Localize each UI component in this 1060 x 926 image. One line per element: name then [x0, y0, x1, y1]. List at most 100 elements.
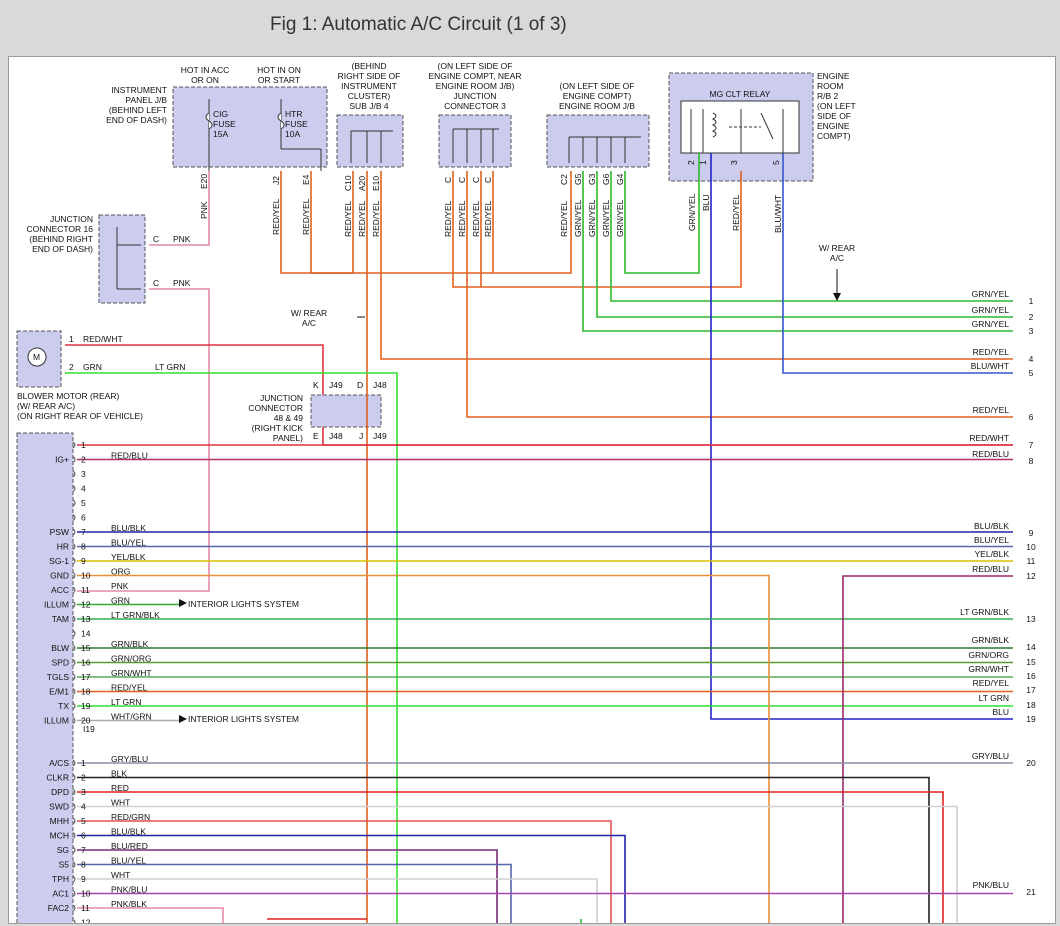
- hot-acc-label: OR ON: [191, 75, 219, 85]
- wire-label-right: BLU: [992, 707, 1009, 717]
- wire-number-right: 15: [1026, 657, 1036, 667]
- wire-number-right: 17: [1026, 685, 1036, 695]
- ecu-wire-label: WHT/GRN: [111, 712, 152, 722]
- ecu-pin-number: 1: [81, 758, 86, 768]
- pin-tick: [72, 644, 76, 652]
- ecu-pin-name: BLW: [51, 643, 69, 653]
- pin-c-4: C: [483, 177, 493, 183]
- ecu-pin-name: SG-1: [49, 556, 69, 566]
- right-edge-labels: GRN/YEL1GRN/YEL2GRN/YEL3RED/YEL4BLU/WHT5…: [960, 289, 1036, 897]
- wire-number-right: 10: [1026, 542, 1036, 552]
- wire-number-right: 19: [1026, 714, 1036, 724]
- pin-tick: [72, 688, 76, 695]
- ecu-pin-name: TPH: [52, 874, 69, 884]
- wire-number-right: 3: [1029, 326, 1034, 336]
- ecu-pin-name: SWD: [49, 802, 69, 812]
- junction-connector-48-49-label: 48 & 49: [274, 413, 304, 423]
- ecu-pin-number: 4: [81, 484, 86, 494]
- pin-e: E: [313, 431, 319, 441]
- ecu-pin-number: 11: [81, 585, 90, 595]
- svg-text:RED/YEL: RED/YEL: [471, 200, 481, 237]
- svg-text:RED/YEL: RED/YEL: [483, 200, 493, 237]
- svg-text:RED/YEL: RED/YEL: [731, 194, 741, 231]
- wire-number-right: 4: [1029, 354, 1034, 364]
- pin-tick: [72, 875, 76, 883]
- pin-tick: [72, 904, 76, 912]
- pin-tick: [72, 673, 76, 681]
- ecu-wire-label: GRN/WHT: [111, 668, 152, 678]
- interior-lights-label-2: INTERIOR LIGHTS SYSTEM: [188, 714, 299, 724]
- ecu-wire-label: PNK/BLK: [111, 899, 147, 909]
- cig-fuse-label: FUSE: [213, 119, 236, 129]
- wiring-diagram: M: [16, 61, 1036, 923]
- pin-c10: C10: [343, 175, 353, 191]
- ecu-wire-label: BLK: [111, 769, 127, 779]
- ecu-wire-label: GRN/BLK: [111, 639, 149, 649]
- pin-j49-top: J49: [329, 380, 343, 390]
- ecu-wire-gnd: [77, 574, 770, 923]
- ecu-pin-number: 1: [81, 440, 86, 450]
- svg-text:PNK: PNK: [199, 201, 209, 219]
- pin-tick: [72, 803, 76, 810]
- pin-c-2: C: [457, 177, 467, 183]
- pin-relay-2: 2: [686, 160, 696, 165]
- ecu-pin-number: 16: [81, 658, 91, 668]
- svg-text:RED/YEL: RED/YEL: [357, 200, 367, 237]
- ecu-pin-number: 9: [81, 874, 86, 884]
- ecu-wire-label: PNK/BLU: [111, 885, 147, 895]
- ecu-pin-name: E/M1: [49, 687, 69, 697]
- arrow-icon: [179, 715, 187, 723]
- htr-fuse-label: 10A: [285, 129, 300, 139]
- junction-connector-48-49-label: PANEL): [273, 433, 303, 443]
- wire-label-right: PNK/BLU: [973, 880, 1009, 890]
- cig-fuse-label: CIG: [213, 109, 228, 119]
- pin-i19: I19: [83, 724, 95, 734]
- htr-fuse-label: FUSE: [285, 119, 308, 129]
- pin-tick: [72, 456, 76, 463]
- ecu-wire-redblu: [842, 575, 1013, 923]
- svg-text:RED/YEL: RED/YEL: [301, 198, 311, 235]
- ecu-wire: [77, 878, 598, 923]
- sub-jb4-label: RIGHT SIDE OF: [338, 71, 401, 81]
- ecu-pin-number: 7: [81, 527, 86, 537]
- wire-label-right: GRN/YEL: [972, 289, 1010, 299]
- wire-number-right: 9: [1029, 528, 1034, 538]
- ecu-pin-name: CLKR: [46, 773, 69, 783]
- wire-label-right: GRN/WHT: [968, 664, 1009, 674]
- ecu-pin-name: SG: [57, 845, 69, 855]
- wire-label-right: BLU/BLK: [974, 521, 1009, 531]
- pin-relay-5: 5: [771, 160, 781, 165]
- ecu-pin-name: A/CS: [49, 758, 69, 768]
- ecu-pin-name: DPD: [51, 787, 69, 797]
- ecu-pin-number: 18: [81, 687, 91, 697]
- junction-connector-3-label: JUNCTION: [454, 91, 497, 101]
- htr-fuse-icon: [277, 112, 285, 130]
- pin-tick: [72, 514, 76, 521]
- junction-connector-48-49-box: [310, 394, 382, 428]
- svg-text:GRN/YEL: GRN/YEL: [615, 199, 625, 237]
- ecu-wire: [77, 849, 498, 923]
- ecu-wire-label: GRN/ORG: [111, 654, 152, 664]
- engine-room-jb-label: (ON LEFT SIDE OF: [560, 81, 635, 91]
- svg-text:GRN/YEL: GRN/YEL: [573, 199, 583, 237]
- figure-title: Fig 1: Automatic A/C Circuit (1 of 3): [270, 14, 567, 35]
- pin-tick: [72, 528, 76, 536]
- pin-c-1: C: [443, 177, 453, 183]
- w-rear-ac-label-1: W/ REAR: [819, 243, 855, 253]
- pin-c2: C2: [559, 174, 569, 185]
- ecu-pin-number: 11: [81, 903, 90, 913]
- w-rear-ac-label-1: A/C: [830, 253, 844, 263]
- wire-label-right: YEL/BLK: [975, 549, 1010, 559]
- motor-icon: [27, 347, 47, 367]
- engine-room-rb2-label: ENGINE: [817, 71, 850, 81]
- ecu-pin-name: HR: [57, 542, 69, 552]
- ecu-pin-number: 4: [81, 802, 86, 812]
- vertical-wire-labels: PNK RED/YEL RED/YEL RED/YEL RED/YEL RED/…: [199, 193, 783, 237]
- ecu-pin-number: 15: [81, 643, 91, 653]
- ecu-pin-name: ILLUM: [44, 716, 69, 726]
- engine-room-rb2-label: (ON LEFT: [817, 101, 856, 111]
- pin-k: K: [313, 380, 319, 390]
- pin-tick: [72, 601, 76, 608]
- engine-room-jb-label: ENGINE COMPT): [563, 91, 632, 101]
- pin-tick: [72, 615, 76, 623]
